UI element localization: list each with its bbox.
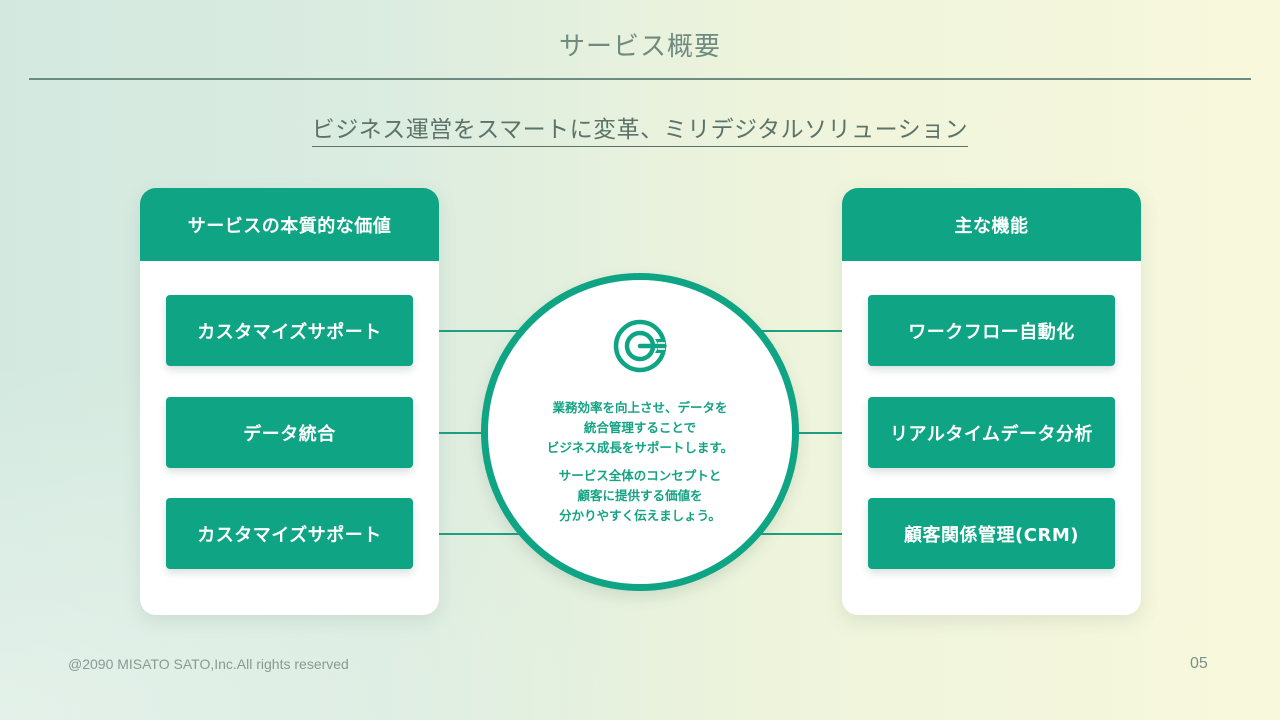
center-line: ビジネス成長をサポートします。 (546, 440, 734, 455)
feature-item-realtime-analytics: リアルタイムデータ分析 (868, 397, 1115, 468)
value-card-header: サービスの本質的な価値 (140, 188, 439, 261)
center-line: 顧客に提供する価値を (577, 488, 703, 503)
connector-right-1 (758, 330, 868, 332)
value-item-custom-support-2: カスタマイズサポート (166, 498, 413, 569)
connector-left-2 (413, 432, 488, 434)
value-item-custom-support: カスタマイズサポート (166, 295, 413, 366)
feature-item-crm: 顧客関係管理(CRM) (868, 498, 1115, 569)
feature-item-workflow-automation: ワークフロー自動化 (868, 295, 1115, 366)
page-title: サービス概要 (558, 32, 721, 62)
subtitle: ビジネス運営をスマートに変革、ミリデジタルソリューション (0, 116, 1280, 147)
connector-left-1 (413, 330, 523, 332)
center-line: サービス全体のコンセプトと (558, 468, 722, 483)
connector-right-2 (795, 432, 868, 434)
connector-left-3 (413, 533, 523, 535)
value-card: サービスの本質的な価値 カスタマイズサポート データ統合 カスタマイズサポート (140, 188, 439, 615)
center-line: 分かりやすく伝えましょう。 (559, 508, 721, 523)
features-card: 主な機能 ワークフロー自動化 リアルタイムデータ分析 顧客関係管理(CRM) (842, 188, 1141, 615)
center-line: 統合管理することで (583, 420, 697, 435)
subtitle-text: ビジネス運営をスマートに変革、ミリデジタルソリューション (311, 116, 969, 147)
features-card-header: 主な機能 (842, 188, 1141, 261)
value-item-data-integration: データ統合 (166, 397, 413, 468)
center-description-1: 業務効率を向上させ、データを 統合管理することで ビジネス成長をサポートします。 (488, 398, 792, 458)
title-divider (29, 78, 1251, 80)
center-description-2: サービス全体のコンセプトと 顧客に提供する価値を 分かりやすく伝えましょう。 (488, 466, 792, 526)
center-concept-circle: 業務効率を向上させ、データを 統合管理することで ビジネス成長をサポートします。… (481, 273, 799, 591)
page-number: 05 (1190, 655, 1208, 672)
center-line: 業務効率を向上させ、データを (552, 400, 728, 415)
connector-right-3 (758, 533, 868, 535)
copyright: @2090 MISATO SATO,Inc.All rights reserve… (68, 656, 349, 672)
target-arrow-icon (613, 319, 667, 373)
